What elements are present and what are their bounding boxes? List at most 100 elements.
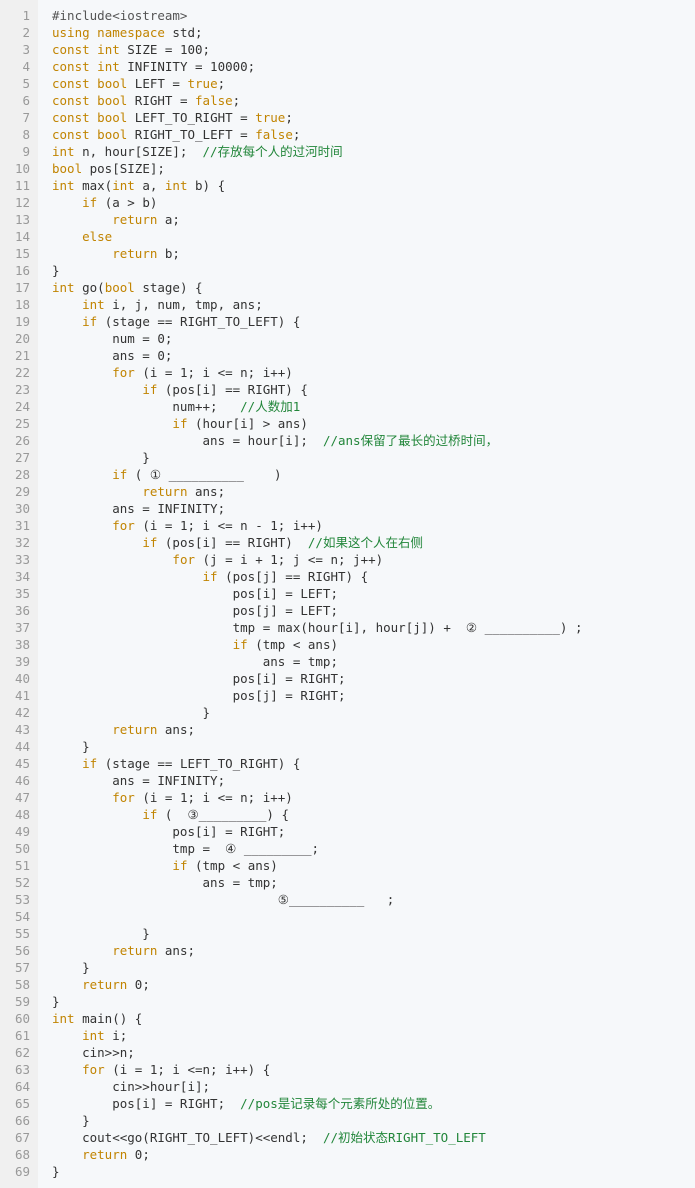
line-number: 26 bbox=[14, 433, 30, 448]
line-number: 58 bbox=[14, 977, 30, 992]
line-number: 12 bbox=[14, 195, 30, 210]
line-number: 59 bbox=[14, 994, 30, 1009]
line-number: 25 bbox=[14, 416, 30, 431]
code-line: return 0; bbox=[82, 1147, 150, 1162]
line-number: 22 bbox=[14, 365, 30, 380]
line-number: 1 bbox=[22, 8, 30, 23]
code-line: if (tmp < ans) bbox=[232, 637, 338, 652]
code-line bbox=[52, 908, 695, 925]
code-line: for (i = 1; i <=n; i++) { bbox=[82, 1062, 271, 1077]
code-line: cin>>hour[i]; bbox=[52, 1079, 211, 1094]
code-line: return 0; bbox=[82, 977, 150, 992]
code-line: ans = INFINITY; bbox=[52, 773, 226, 788]
line-number: 5 bbox=[22, 76, 30, 91]
line-number: 7 bbox=[22, 110, 30, 125]
code-line: if (tmp < ans) bbox=[172, 858, 278, 873]
code-line: ans = 0; bbox=[52, 348, 173, 363]
code-line: if (a > b) bbox=[82, 195, 158, 210]
code-line: const bool RIGHT_TO_LEFT = false; bbox=[52, 127, 301, 142]
code-line: if (pos[i] == RIGHT) //如果这个人在右侧 bbox=[142, 535, 423, 550]
code-line: tmp = max(hour[i], hour[j]) + ② ________… bbox=[52, 620, 583, 635]
line-number: 11 bbox=[14, 178, 30, 193]
code-line: } bbox=[52, 450, 150, 465]
line-number: 60 bbox=[14, 1011, 30, 1026]
code-line: cout<<go(RIGHT_TO_LEFT)<<endl; //初始状态RIG… bbox=[52, 1130, 486, 1145]
code-line: for (i = 1; i <= n; i++) bbox=[112, 365, 293, 380]
code-line: for (i = 1; i <= n - 1; i++) bbox=[112, 518, 323, 533]
code-line: if (pos[j] == RIGHT) { bbox=[202, 569, 369, 584]
line-number: 17 bbox=[14, 280, 30, 295]
line-number: 38 bbox=[14, 637, 30, 652]
code-line: int n, hour[SIZE]; //存放每个人的过河时间 bbox=[52, 144, 343, 159]
line-number: 55 bbox=[14, 926, 30, 941]
code-line: tmp = ④ _________; bbox=[52, 841, 320, 856]
line-number: 33 bbox=[14, 552, 30, 567]
code-line: return ans; bbox=[142, 484, 226, 499]
line-number: 16 bbox=[14, 263, 30, 278]
line-number: 68 bbox=[14, 1147, 30, 1162]
code-line: int main() { bbox=[52, 1011, 143, 1026]
line-number: 50 bbox=[14, 841, 30, 856]
line-number: 28 bbox=[14, 467, 30, 482]
code-line: pos[j] = LEFT; bbox=[52, 603, 338, 618]
line-number: 56 bbox=[14, 943, 30, 958]
line-number: 42 bbox=[14, 705, 30, 720]
code-line: } bbox=[52, 739, 90, 754]
code-line: pos[i] = RIGHT; bbox=[52, 671, 346, 686]
line-number: 51 bbox=[14, 858, 30, 873]
code-line: } bbox=[52, 1164, 60, 1179]
line-number: 3 bbox=[22, 42, 30, 57]
code-line: return ans; bbox=[112, 943, 196, 958]
code-line: const bool RIGHT = false; bbox=[52, 93, 241, 108]
line-number: 54 bbox=[14, 909, 30, 924]
code-line: if ( ③_________) { bbox=[142, 807, 289, 822]
code-line: return ans; bbox=[112, 722, 196, 737]
code-line: else bbox=[82, 229, 113, 244]
code-line: #include<iostream> bbox=[52, 8, 188, 23]
line-number: 39 bbox=[14, 654, 30, 669]
code-line: if (stage == LEFT_TO_RIGHT) { bbox=[82, 756, 301, 771]
code-line: for (i = 1; i <= n; i++) bbox=[112, 790, 293, 805]
code-line: int max(int a, int b) { bbox=[52, 178, 226, 193]
line-number: 30 bbox=[14, 501, 30, 516]
code-line: return b; bbox=[112, 246, 180, 261]
line-number: 40 bbox=[14, 671, 30, 686]
line-number: 19 bbox=[14, 314, 30, 329]
line-number: 35 bbox=[14, 586, 30, 601]
code-line: cin>>n; bbox=[52, 1045, 135, 1060]
line-number: 66 bbox=[14, 1113, 30, 1128]
code-line: const int INFINITY = 10000; bbox=[52, 59, 256, 74]
line-number: 64 bbox=[14, 1079, 30, 1094]
code-line: pos[i] = LEFT; bbox=[52, 586, 338, 601]
line-number: 48 bbox=[14, 807, 30, 822]
line-number: 57 bbox=[14, 960, 30, 975]
line-number: 63 bbox=[14, 1062, 30, 1077]
code-line: bool pos[SIZE]; bbox=[52, 161, 165, 176]
code-line: } bbox=[52, 263, 60, 278]
line-number: 9 bbox=[22, 144, 30, 159]
line-number: 6 bbox=[22, 93, 30, 108]
code-line: pos[i] = RIGHT; bbox=[52, 824, 286, 839]
line-number: 34 bbox=[14, 569, 30, 584]
line-number: 21 bbox=[14, 348, 30, 363]
line-number: 14 bbox=[14, 229, 30, 244]
line-number: 49 bbox=[14, 824, 30, 839]
line-number: 47 bbox=[14, 790, 30, 805]
code-line: } bbox=[52, 960, 90, 975]
line-number: 10 bbox=[14, 161, 30, 176]
line-number: 61 bbox=[14, 1028, 30, 1043]
code-line: ans = tmp; bbox=[52, 654, 338, 669]
code-line: pos[i] = RIGHT; //pos是记录每个元素所处的位置。 bbox=[52, 1096, 441, 1111]
code-line: using namespace std; bbox=[52, 25, 203, 40]
line-number: 41 bbox=[14, 688, 30, 703]
code-line: num = 0; bbox=[52, 331, 173, 346]
code-line: } bbox=[52, 994, 60, 1009]
code-line: const bool LEFT_TO_RIGHT = true; bbox=[52, 110, 293, 125]
code-line: } bbox=[52, 926, 150, 941]
code-line: return a; bbox=[112, 212, 180, 227]
line-number: 13 bbox=[14, 212, 30, 227]
line-number: 29 bbox=[14, 484, 30, 499]
line-number: 53 bbox=[14, 892, 30, 907]
